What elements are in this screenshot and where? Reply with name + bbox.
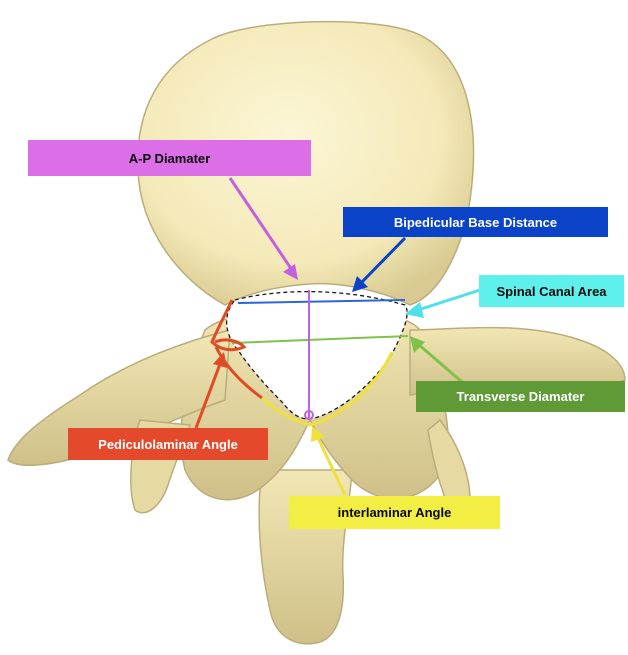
ap-diameter-label: A-P Diamater xyxy=(28,140,311,176)
spinal-canal-area-label: Spinal Canal Area xyxy=(479,275,624,307)
transverse-diameter-label: Transverse Diamater xyxy=(416,381,625,412)
interlaminar-angle-label: interlaminar Angle xyxy=(289,496,500,529)
pediculolaminar-angle-label: Pediculolaminar Angle xyxy=(68,428,268,460)
bipedicular-base-distance-label: Bipedicular Base Distance xyxy=(343,207,608,237)
